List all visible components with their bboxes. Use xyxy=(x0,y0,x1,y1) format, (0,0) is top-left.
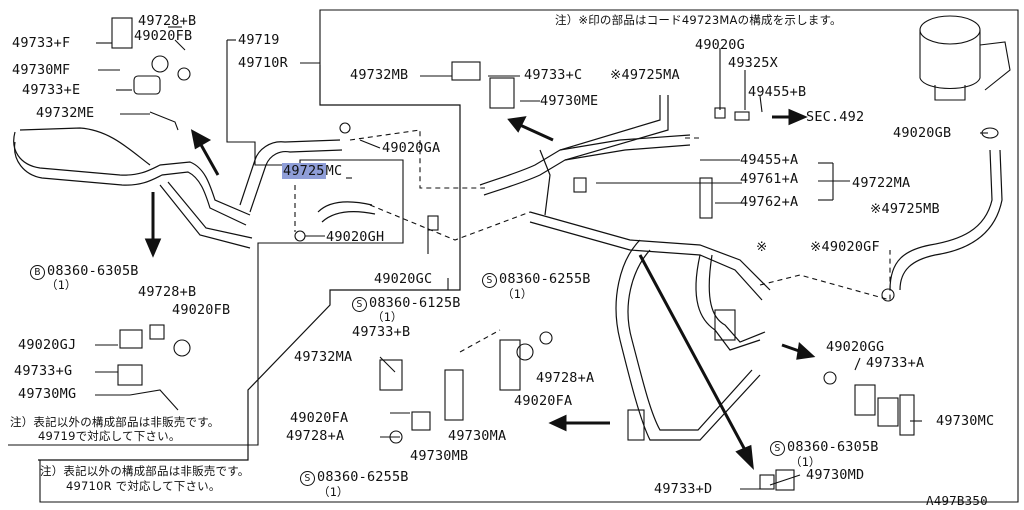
label-sec492[interactable]: SEC.492 xyxy=(806,109,865,125)
label-49455A[interactable]: 49455+A xyxy=(740,152,799,168)
circle-s-symbol: S xyxy=(300,471,315,486)
qty-6255B-top: （1） xyxy=(502,287,533,301)
label-49020GF[interactable]: ※49020GF xyxy=(810,239,880,255)
label-49020FB-left[interactable]: 49020FB xyxy=(172,302,231,318)
label-49020FA-left[interactable]: 49020FA xyxy=(290,410,349,426)
bolt-6255B-bottom-code: 08360-6255B xyxy=(317,469,409,485)
label-49020GJ[interactable]: 49020GJ xyxy=(18,337,77,353)
label-49733F[interactable]: 49733+F xyxy=(12,35,71,51)
label-49730MG[interactable]: 49730MG xyxy=(18,386,77,402)
label-49710R[interactable]: 49710R xyxy=(238,55,288,71)
note-bottom-line1: 注）表記以外の構成部品は非販売です。 xyxy=(40,464,250,478)
bolt-6125B-code: 08360-6125B xyxy=(369,295,461,311)
label-49325X[interactable]: 49325X xyxy=(728,55,778,71)
label-49761A[interactable]: 49761+A xyxy=(740,171,799,187)
frame-49719 xyxy=(8,40,404,446)
qty-6125B: （1） xyxy=(372,310,403,324)
label-49020FB-top[interactable]: 49020FB xyxy=(134,28,193,44)
label-49733E[interactable]: 49733+E xyxy=(22,82,81,98)
label-49730MA[interactable]: 49730MA xyxy=(448,428,507,444)
label-49732MA[interactable]: 49732MA xyxy=(294,349,353,365)
label-49455B[interactable]: 49455+B xyxy=(748,84,807,100)
label-49730MC[interactable]: 49730MC xyxy=(936,413,995,429)
label-49730MD[interactable]: 49730MD xyxy=(806,467,865,483)
label-49725MA[interactable]: ※49725MA xyxy=(610,67,680,83)
note-bottom-line2: 49710R で対応して下さい。 xyxy=(66,479,221,493)
header-note: 注）※印の部品はコード49723MAの構成を示します。 xyxy=(555,13,842,27)
label-49020GA[interactable]: 49020GA xyxy=(382,140,441,156)
note-left-line2: 49719で対応して下さい。 xyxy=(38,429,181,443)
circle-s-symbol: S xyxy=(482,273,497,288)
label-49719[interactable]: 49719 xyxy=(238,32,280,48)
bolt-6305B-right-code: 08360-6305B xyxy=(787,439,879,455)
label-49020G[interactable]: 49020G xyxy=(695,37,745,53)
label-49732MB[interactable]: 49732MB xyxy=(350,67,409,83)
label-49728A-right[interactable]: 49728+A xyxy=(536,370,595,386)
label-49725MB[interactable]: ※49725MB xyxy=(870,201,940,217)
label-49020GH[interactable]: 49020GH xyxy=(326,229,385,245)
label-49733C[interactable]: 49733+C xyxy=(524,67,583,83)
qty-6305B-left: （1） xyxy=(46,278,77,292)
label-49020GG[interactable]: 49020GG xyxy=(826,339,885,355)
label-49730ME[interactable]: 49730ME xyxy=(540,93,599,109)
bolt-6255B-top-code: 08360-6255B xyxy=(499,271,591,287)
label-49020GB[interactable]: 49020GB xyxy=(893,125,952,141)
note-left-line1: 注）表記以外の構成部品は非販売です。 xyxy=(10,415,220,429)
label-49728B-left[interactable]: 49728+B xyxy=(138,284,197,300)
label-49722MA[interactable]: 49722MA xyxy=(852,175,911,191)
bolt-6305B-left-code: 08360-6305B xyxy=(47,263,139,279)
label-49733B[interactable]: 49733+B xyxy=(352,324,411,340)
label-49725MC-highlight: 49725 xyxy=(282,163,326,179)
label-49730MB[interactable]: 49730MB xyxy=(410,448,469,464)
label-49020FA-right[interactable]: 49020FA xyxy=(514,393,573,409)
frame-main xyxy=(39,9,1019,503)
label-49725MC-suffix: MC xyxy=(325,163,343,179)
label-49020GC[interactable]: 49020GC xyxy=(374,271,433,287)
diagram-id: A497B350 xyxy=(926,493,988,508)
circle-b-symbol: B xyxy=(30,265,45,280)
reference-mark: ※ xyxy=(756,239,768,255)
label-49762A[interactable]: 49762+A xyxy=(740,194,799,210)
label-49730MF[interactable]: 49730MF xyxy=(12,62,71,78)
label-49733A[interactable]: 49733+A xyxy=(866,355,925,371)
label-49725MC[interactable]: 49725MC xyxy=(282,163,343,179)
circle-s-symbol: S xyxy=(352,297,367,312)
label-49728B-top[interactable]: 49728+B xyxy=(138,13,197,29)
circle-s-symbol: S xyxy=(770,441,785,456)
qty-6255B-bottom: （1） xyxy=(318,485,349,499)
label-49732ME[interactable]: 49732ME xyxy=(36,105,95,121)
frame-49710R xyxy=(38,65,461,461)
label-49728A-left[interactable]: 49728+A xyxy=(286,428,345,444)
label-49733G[interactable]: 49733+G xyxy=(14,363,73,379)
qty-6305B-right: （1） xyxy=(790,455,821,469)
label-49733D[interactable]: 49733+D xyxy=(654,481,713,497)
